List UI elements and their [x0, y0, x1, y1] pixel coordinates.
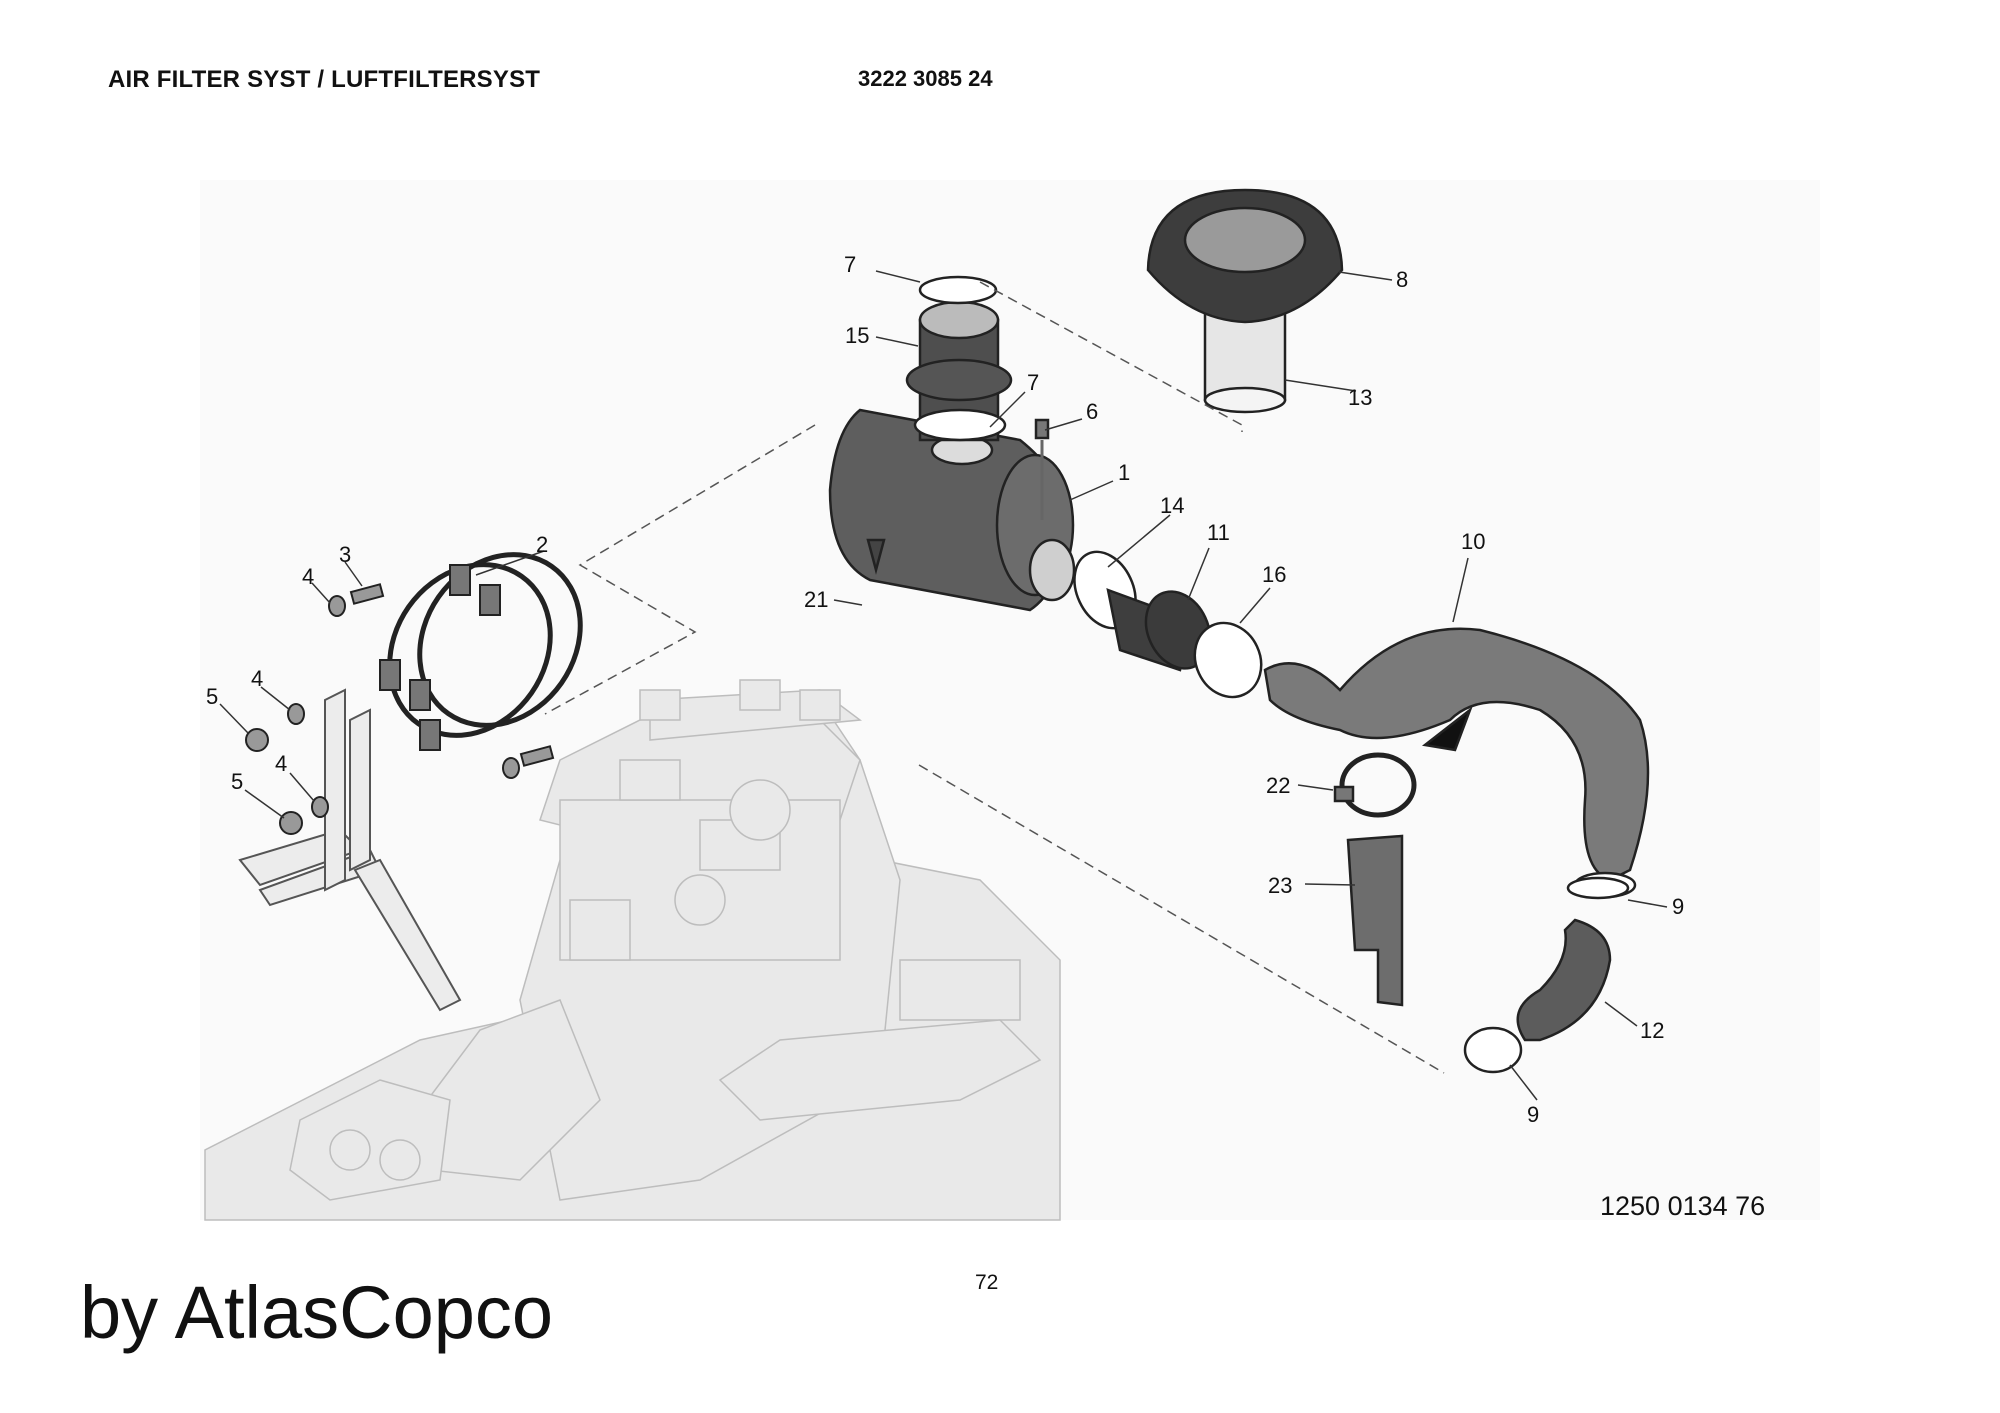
callout-1: 1	[1118, 460, 1130, 485]
callout-4c: 4	[275, 751, 287, 776]
callout-15: 15	[845, 323, 869, 348]
callout-5a: 5	[206, 684, 218, 709]
brand-text: by AtlasCopco	[80, 1271, 554, 1354]
callout-10: 10	[1461, 529, 1485, 554]
callout-7b: 7	[1027, 370, 1039, 395]
callout-4a: 4	[302, 564, 314, 589]
lower-hose	[1463, 876, 1630, 1074]
leader-lines	[219, 270, 1668, 1101]
assembly-guide-lines	[544, 281, 1445, 1074]
mounting-bracket	[238, 688, 462, 1012]
callout-7a: 7	[844, 252, 856, 277]
clamp-bands	[387, 552, 583, 738]
callout-9b: 9	[1527, 1102, 1539, 1127]
part-number: 3222 3085 24	[858, 66, 993, 91]
callout-labels: 1 2 3 4 4 4 5 5 6 7 7 8 9 9 10 11 12 13 …	[206, 252, 1684, 1127]
rain-cap	[1146, 188, 1344, 414]
air-filter-housing	[828, 408, 1076, 612]
callout-14: 14	[1160, 493, 1184, 518]
callout-16: 16	[1262, 562, 1286, 587]
callout-2: 2	[536, 532, 548, 557]
callout-21: 21	[804, 587, 828, 612]
clamp-ears	[379, 564, 501, 751]
callout-8: 8	[1396, 267, 1408, 292]
fasteners	[245, 583, 555, 835]
intake-pipe	[905, 275, 1013, 442]
page-title: AIR FILTER SYST / LUFTFILTERSYST	[108, 66, 541, 93]
drawing-number: 1250 0134 76	[1600, 1191, 1766, 1221]
callout-12: 12	[1640, 1018, 1664, 1043]
pipe-support	[1333, 706, 1473, 1007]
page-number: 72	[975, 1271, 999, 1294]
callout-11: 11	[1207, 520, 1230, 545]
callout-5b: 5	[231, 769, 243, 794]
callout-6: 6	[1086, 399, 1098, 424]
hose-assembly	[1073, 550, 1263, 699]
callout-22: 22	[1266, 773, 1290, 798]
callout-4b: 4	[251, 666, 263, 691]
callout-9a: 9	[1672, 894, 1684, 919]
callout-13: 13	[1348, 385, 1372, 410]
callout-23: 23	[1268, 873, 1292, 898]
callout-3: 3	[339, 542, 351, 567]
